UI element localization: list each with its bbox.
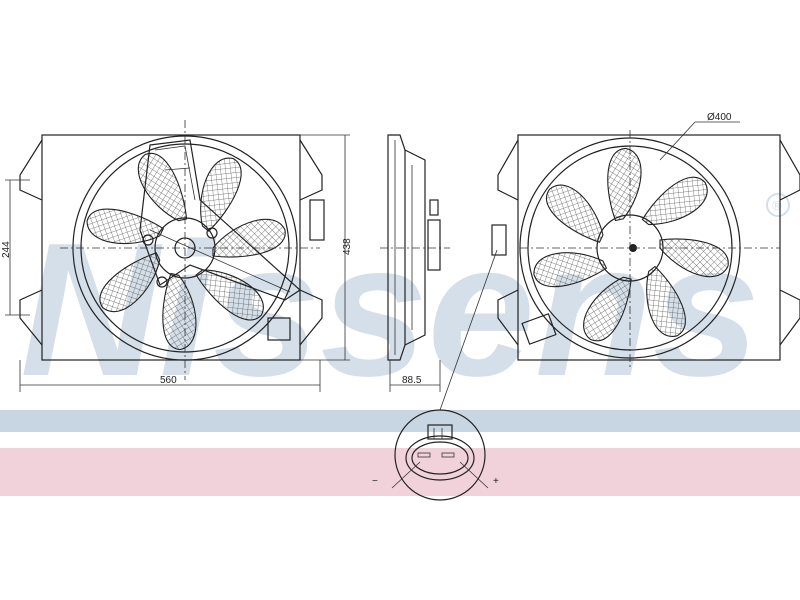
fan-blade [137, 152, 188, 222]
fan-blade [659, 238, 729, 278]
fan-blade [162, 272, 197, 351]
side-view [380, 134, 450, 361]
dimension-lines: 244 438 560 88.5 [1, 134, 441, 392]
fan-blade [195, 269, 264, 321]
fan-blade [200, 157, 242, 232]
front-view-blade-side: Ø400 [491, 112, 800, 370]
fan-blade [607, 147, 642, 222]
fan-blades [533, 147, 729, 342]
front-view-motor-side [19, 120, 325, 380]
dimension-height-mount: 244 [1, 241, 12, 258]
watermark-stripe-blue [0, 410, 800, 432]
fan-blade [641, 176, 708, 226]
fan-blade [583, 276, 632, 342]
connector-detail: − + [372, 249, 499, 501]
fan-blade [86, 208, 164, 245]
fan-blade [646, 265, 686, 337]
dimension-width: 560 [160, 375, 177, 386]
registered-mark [766, 193, 790, 217]
watermark-stripe-pink [0, 448, 800, 496]
dimension-fan-diameter: Ø400 [707, 112, 732, 123]
dimension-height-total: 438 [342, 238, 353, 255]
fan-blade [99, 252, 161, 313]
connector-negative-label: − [372, 476, 378, 487]
registered-text: ® [772, 198, 782, 213]
fan-blade [546, 184, 604, 243]
connector-positive-label: + [493, 476, 499, 487]
dimension-depth: 88.5 [402, 375, 422, 386]
fan-blade [533, 252, 608, 288]
